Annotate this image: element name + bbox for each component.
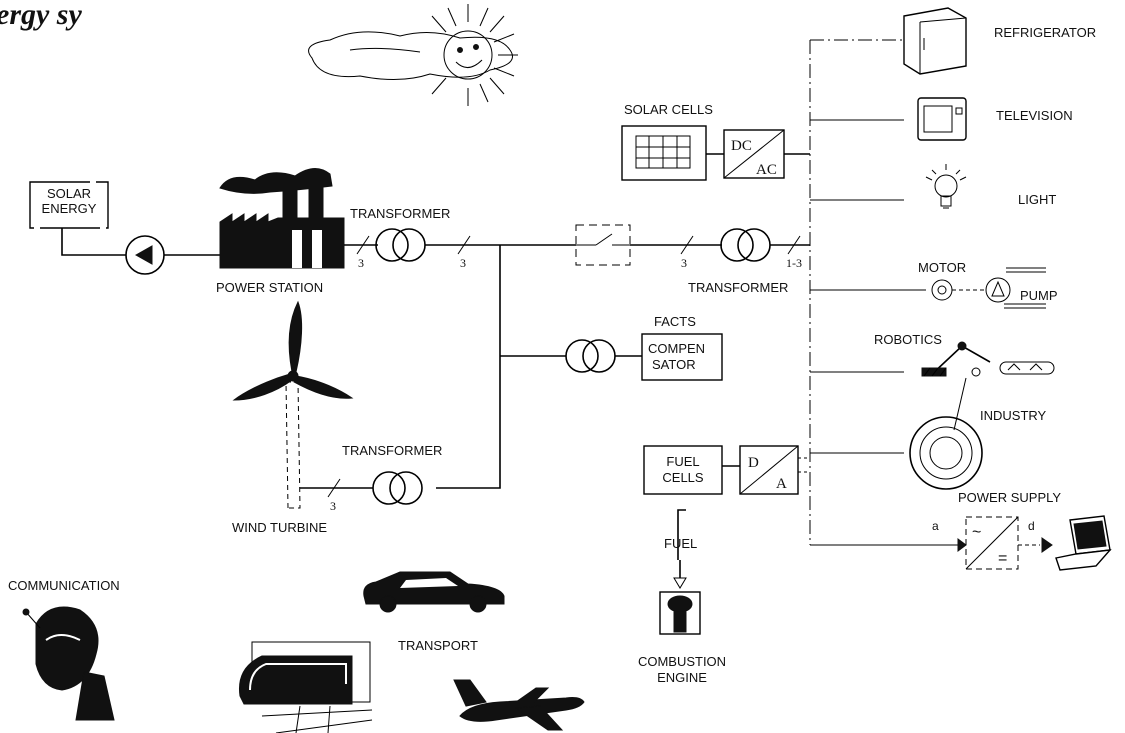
facts-label: FACTS	[654, 314, 696, 329]
transformer-3-icon	[565, 339, 616, 373]
transformer-3-label: TRANSFORMER	[342, 443, 442, 458]
transformer-2-icon	[720, 228, 771, 262]
robot-arm-icon	[921, 341, 1055, 377]
combustion-label-2: ENGINE	[657, 670, 707, 685]
ps-out-label: d	[1028, 519, 1035, 533]
phase-mark-3c: 3	[681, 256, 687, 270]
pump-symbol-icon	[125, 235, 165, 275]
light-bulb-icon	[925, 164, 967, 209]
communication-label: COMMUNICATION	[8, 578, 120, 593]
solar-energy-label-1: SOLAR	[47, 186, 91, 201]
combustion-label-1: COMBUSTION	[638, 654, 726, 669]
satellite-dish-icon	[22, 606, 115, 721]
phase-mark-3b: 3	[460, 256, 466, 270]
phase-mark-3: 3	[358, 256, 364, 270]
car-icon	[363, 571, 505, 613]
refrigerator-label: REFRIGERATOR	[994, 25, 1096, 40]
airplane-icon	[453, 679, 585, 731]
factory-icon	[219, 168, 345, 269]
transformer-1-icon	[375, 228, 426, 262]
power-supply-converter: a ~ = d	[904, 516, 1053, 570]
equals-symbol: =	[998, 550, 1007, 567]
circuit-breaker	[575, 224, 631, 266]
ps-in-label: a	[932, 519, 939, 533]
wind-turbine-icon	[232, 300, 354, 509]
sun-icon	[431, 4, 518, 106]
phase-mark-3d: 3	[330, 499, 336, 513]
ac-label: AC	[756, 162, 777, 178]
solar-cells-label: SOLAR CELLS	[624, 102, 713, 117]
facts-compensator-box: COMPEN SATOR	[641, 333, 723, 381]
solar-energy-box: SOLAR ENERGY	[29, 181, 109, 229]
transformer-2-label: TRANSFORMER	[688, 280, 788, 295]
fuel-cells-box: FUEL CELLS	[643, 445, 723, 495]
light-label: LIGHT	[1018, 192, 1056, 207]
transformer-1-label: TRANSFORMER	[350, 206, 450, 221]
television-icon	[917, 97, 967, 141]
power-supply-label: POWER SUPPLY	[958, 490, 1061, 505]
solar-energy-label-2: ENERGY	[42, 201, 97, 216]
compensator-label-2: SATOR	[652, 357, 696, 372]
motor-pump-icon	[931, 267, 1046, 309]
engine-icon	[659, 591, 701, 635]
train-icon	[238, 641, 373, 733]
compensator-label-1: COMPEN	[648, 341, 705, 356]
pump-label: PUMP	[1020, 288, 1058, 303]
transport-label: TRANSPORT	[398, 638, 478, 653]
wind-turbine-label: WIND TURBINE	[232, 520, 327, 535]
dc-label: DC	[731, 138, 752, 154]
robotics-label: ROBOTICS	[874, 332, 942, 347]
d-label: D	[748, 455, 759, 471]
phase-mark-1-3: 1-3	[786, 256, 802, 270]
refrigerator-icon	[903, 7, 967, 75]
title-fragment: ergy sy	[0, 0, 82, 31]
solar-panel-icon	[621, 125, 707, 181]
turbine-wheel-icon	[909, 416, 983, 490]
dc-ac-converter: DC AC	[723, 129, 785, 179]
cloud-icon	[308, 31, 513, 81]
fuel-cells-label-1: FUEL	[666, 454, 699, 469]
dc-ac-converter-2: D A	[739, 445, 799, 495]
laptop-icon	[1055, 515, 1112, 571]
a-label: A	[776, 476, 787, 492]
fuel-cells-label-2: CELLS	[662, 470, 704, 485]
motor-label: MOTOR	[918, 260, 966, 275]
television-label: TELEVISION	[996, 108, 1073, 123]
power-station-label: POWER STATION	[216, 280, 323, 295]
industry-label: INDUSTRY	[980, 408, 1047, 423]
tilde-symbol: ~	[972, 524, 981, 541]
transformer-4-icon	[372, 471, 423, 505]
fuel-label: FUEL	[664, 536, 697, 551]
